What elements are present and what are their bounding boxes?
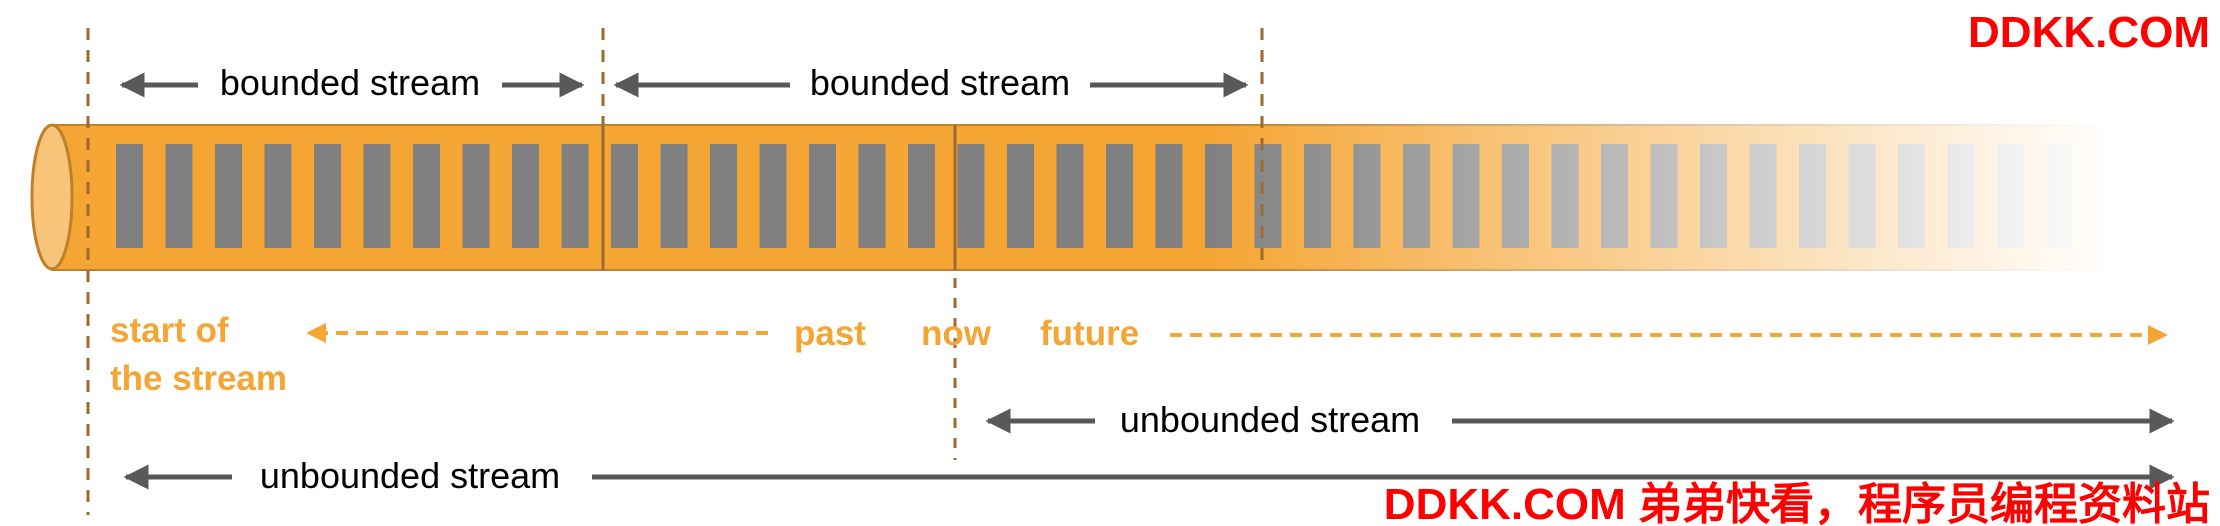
unbounded-stream-start: unbounded stream <box>123 455 2175 496</box>
unbounded-stream-now: unbounded stream <box>985 399 2175 440</box>
start-label-line2: the stream <box>110 359 287 398</box>
stream-pipe <box>30 115 2140 280</box>
event-bar <box>759 144 787 248</box>
event-bar <box>165 144 193 248</box>
bounded-stream-2: bounded stream <box>613 62 1249 103</box>
event-bar <box>561 144 589 248</box>
watermark-bottom: DDKK.COM 弟弟快看，程序员编程资料站 <box>1384 480 2210 526</box>
future-label: future <box>1040 314 1139 353</box>
now-label: now <box>921 314 992 353</box>
event-bar <box>660 144 688 248</box>
pipe-start-cap <box>30 123 74 271</box>
event-bar <box>116 144 143 248</box>
event-bar <box>363 144 391 248</box>
future-fade <box>940 115 2140 280</box>
event-bar <box>809 144 836 248</box>
event-bar <box>858 144 886 248</box>
event-bar <box>710 144 737 248</box>
event-bar <box>512 144 539 248</box>
bounded-1-label: bounded stream <box>220 62 480 103</box>
bounded-2-label: bounded stream <box>810 62 1070 103</box>
event-bar <box>611 144 638 248</box>
unbounded-now-label: unbounded stream <box>1120 399 1420 440</box>
event-bar <box>314 144 341 248</box>
event-bar <box>413 144 440 248</box>
event-bar <box>462 144 490 248</box>
watermark-top: DDKK.COM <box>1968 8 2210 57</box>
unbounded-start-label: unbounded stream <box>260 455 560 496</box>
past-label: past <box>794 314 866 353</box>
event-bar <box>215 144 242 248</box>
event-bar <box>908 144 935 248</box>
timeline: start of the stream past now future <box>110 311 2168 398</box>
bounded-stream-1: bounded stream <box>119 62 585 103</box>
event-bar <box>264 144 292 248</box>
start-label-line1: start of <box>110 311 229 350</box>
